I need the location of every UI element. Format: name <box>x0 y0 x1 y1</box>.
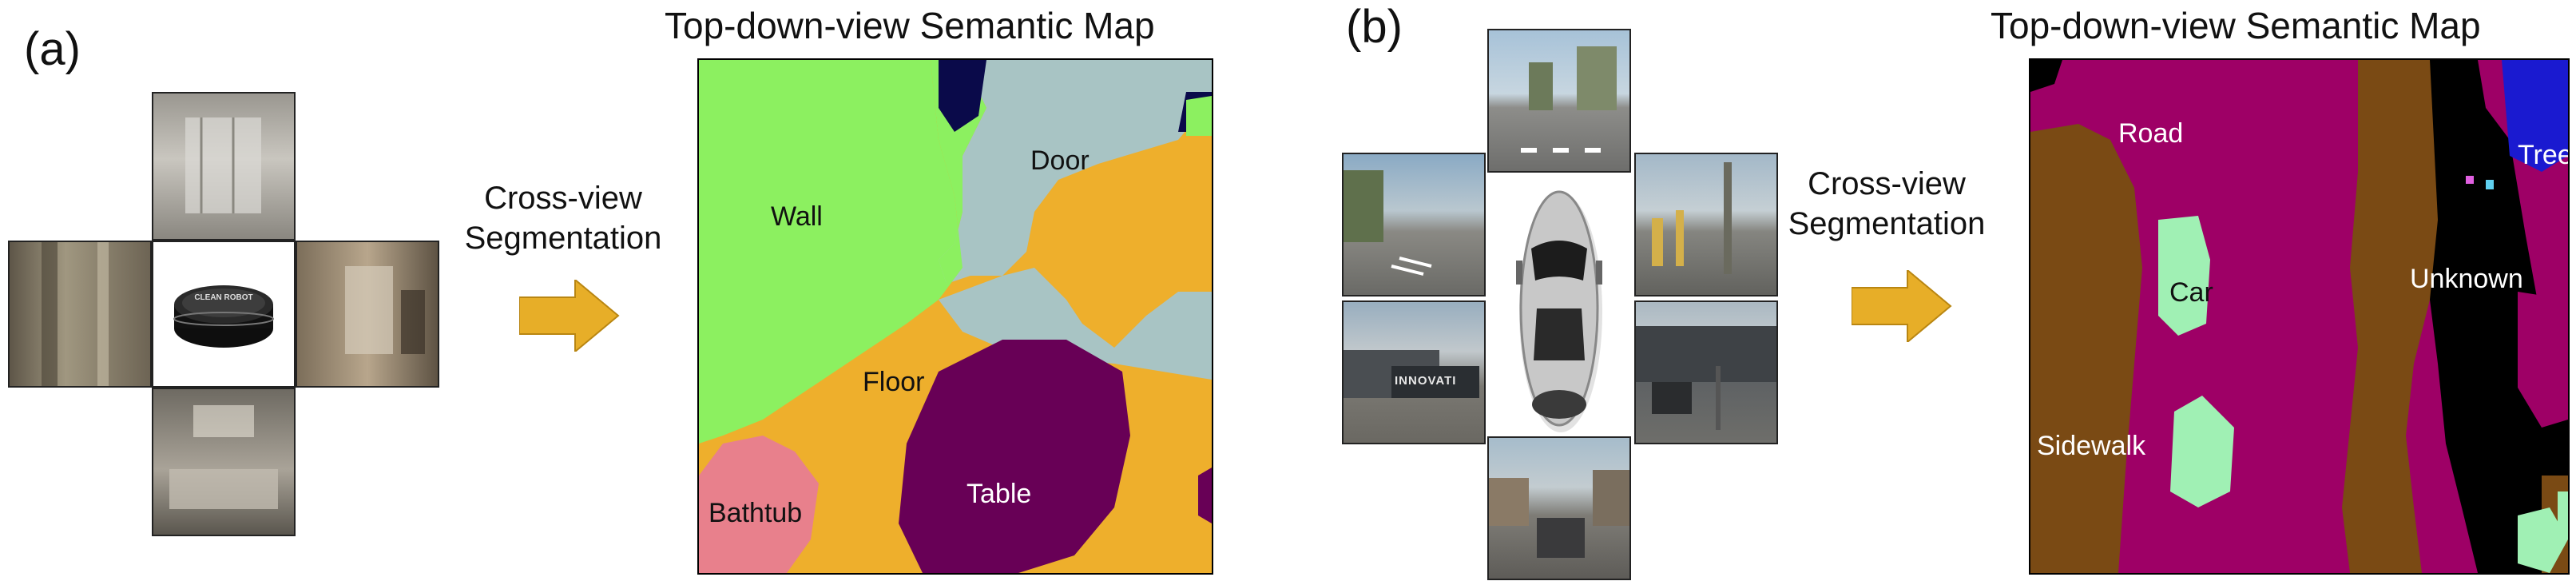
indoor-view-bottom <box>152 388 296 536</box>
arrow-b-icon <box>1852 270 1952 342</box>
indoor-view-right <box>296 241 439 388</box>
arrow-b-label-line1: Cross-view <box>1808 166 1966 201</box>
map-a-label-floor: Floor <box>863 367 925 397</box>
map-a-label-door: Door <box>1030 145 1090 176</box>
outdoor-view-rear-right <box>1634 300 1778 444</box>
semantic-map-b-regions <box>2030 60 2568 573</box>
panel-b-label: (b) <box>1346 1 1403 53</box>
robot-brand-text: CLEAN ROBOT <box>194 293 253 302</box>
map-a-label-bathtub: Bathtub <box>708 498 803 528</box>
arrow-b-label-line2: Segmentation <box>1788 206 1986 241</box>
map-b-label-car: Car <box>2169 277 2213 308</box>
map-b-title: Top-down-view Semantic Map <box>1991 5 2481 46</box>
robot-device-tile: CLEAN ROBOT <box>152 241 296 388</box>
panel-a-label: (a) <box>24 23 81 75</box>
arrow-a-label-line1: Cross-view <box>484 181 642 216</box>
outdoor-view-front-right <box>1634 153 1778 296</box>
map-b-label-sidewalk: Sidewalk <box>2037 431 2146 461</box>
map-b-label-tree: Tree <box>2518 140 2570 170</box>
outdoor-view-rear <box>1487 436 1631 580</box>
map-a-label-wall: Wall <box>771 201 823 232</box>
semantic-map-a: Wall Door Floor Table Bathtub <box>697 58 1213 575</box>
indoor-view-top <box>152 92 296 241</box>
map-b-label-unknown: Unknown <box>2410 264 2523 294</box>
indoor-view-grid: CLEAN ROBOT <box>8 92 439 536</box>
car-top-view-icon <box>1516 190 1602 432</box>
outdoor-view-front <box>1487 29 1631 173</box>
indoor-view-left <box>8 241 152 388</box>
semantic-map-a-regions <box>699 60 1212 573</box>
map-a-label-table: Table <box>966 479 1032 509</box>
semantic-map-b: Road Sidewalk Car Tree Unknown <box>2029 58 2570 575</box>
outdoor-view-front-left <box>1342 153 1486 296</box>
arrow-a-icon <box>519 280 620 352</box>
car-tile <box>1487 173 1631 444</box>
map-b-label-road: Road <box>2118 118 2184 149</box>
robot-vacuum-icon <box>173 285 274 348</box>
map-a-title: Top-down-view Semantic Map <box>665 5 1155 46</box>
arrow-a-label-line2: Segmentation <box>464 221 662 256</box>
outdoor-view-rear-left: INNOVATI <box>1342 300 1486 444</box>
outdoor-view-grid: INNOVATI <box>1342 29 1783 580</box>
building-sign-text: INNOVATI <box>1395 374 1457 388</box>
